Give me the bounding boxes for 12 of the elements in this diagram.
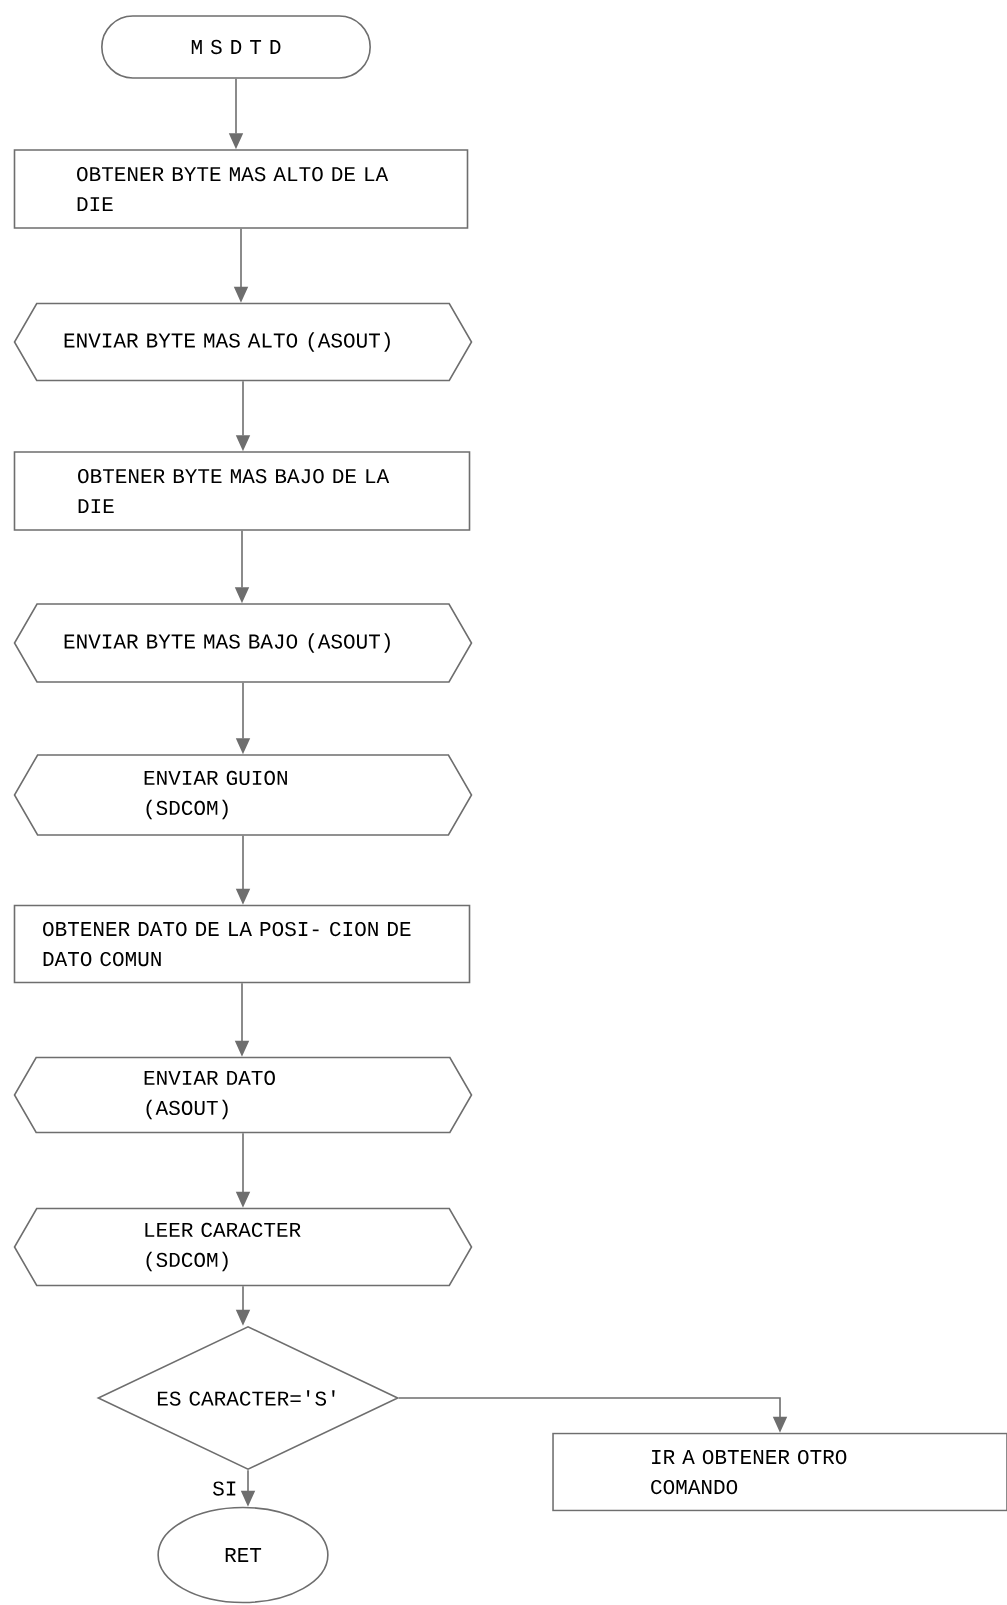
process-box: OBTENER BYTE MAS BAJO DE LA DIE — [13, 451, 471, 531]
process-box: OBTENER BYTE MAS ALTO DE LA DIE — [13, 149, 469, 229]
display-box: ENVIAR BYTE MAS ALTO (ASOUT) — [13, 302, 473, 382]
edge-label: SI — [213, 1481, 236, 1496]
process-box: OBTENER DATO DE LA POSI- CION DE DATO COMUN — [13, 904, 471, 984]
process-box: IR A OBTENER OTRO COMANDO — [552, 1432, 1007, 1512]
display-box: LEER CARACTER (SDCOM) — [13, 1207, 473, 1287]
display-box: ENVIAR DATO (ASOUT) — [13, 1056, 473, 1134]
terminal-oval: RET — [157, 1506, 329, 1604]
display-box: ENVIAR BYTE MAS BAJO (ASOUT) — [13, 603, 473, 683]
terminal-box: M S D T D — [101, 15, 371, 79]
display-box: ENVIAR GUION (SDCOM) — [13, 754, 473, 836]
